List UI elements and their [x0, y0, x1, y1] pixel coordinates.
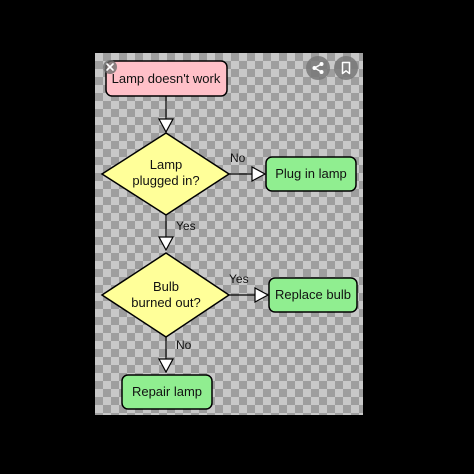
arrowhead-3	[157, 236, 175, 252]
edge-label-yes-2: Yes	[229, 272, 249, 286]
decision-plugged-line1: Lamp	[150, 157, 183, 172]
action-replace-bulb-label: Replace bulb	[275, 287, 351, 302]
arrowhead-2	[251, 165, 267, 183]
action-replace-bulb	[268, 277, 358, 313]
action-repair-lamp-label: Repair lamp	[132, 384, 202, 399]
flowchart-image: Lamp doesn't work Lamp plugged in? No Pl…	[95, 53, 363, 415]
edge-label-no-1: No	[230, 151, 246, 165]
decision-burned-line1: Bulb	[153, 279, 179, 294]
bookmark-button[interactable]	[334, 56, 358, 80]
share-button[interactable]	[306, 56, 330, 80]
arrowhead-1	[157, 118, 175, 134]
action-repair-lamp	[121, 374, 213, 410]
decision-burned-line2: burned out?	[131, 295, 200, 310]
flowchart-diagram: Lamp doesn't work Lamp plugged in? No Pl…	[100, 60, 358, 410]
bookmark-icon	[341, 61, 351, 75]
edge-label-yes-1: Yes	[176, 219, 196, 233]
share-icon	[312, 62, 324, 74]
action-plug-in-lamp-label: Plug in lamp	[275, 166, 347, 181]
arrowhead-5	[157, 358, 175, 374]
edge-label-no-2: No	[176, 338, 192, 352]
action-plug-in-lamp	[265, 156, 357, 192]
close-icon	[106, 63, 114, 71]
decision-plugged-line2: plugged in?	[132, 173, 199, 188]
start-node-label: Lamp doesn't work	[112, 71, 221, 86]
arrowhead-4	[254, 286, 270, 304]
close-button[interactable]	[103, 60, 117, 74]
